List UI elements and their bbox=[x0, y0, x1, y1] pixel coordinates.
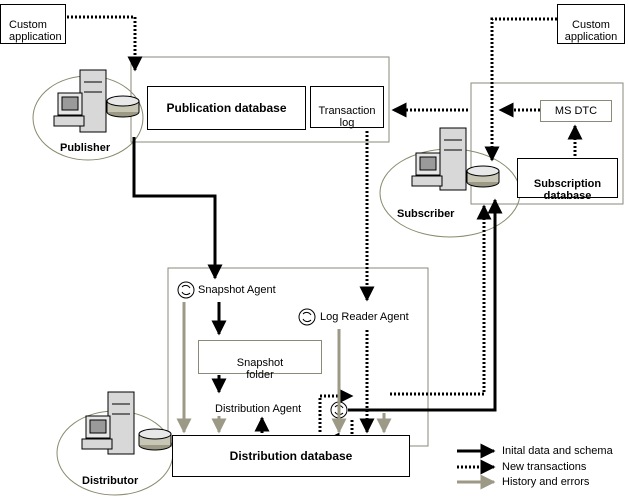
distribution-db-label: Distribution database bbox=[229, 449, 353, 463]
arrow-custom-app-to-subscriber bbox=[484, 17, 557, 162]
distribution-db-box: Distribution database bbox=[172, 435, 410, 477]
publication-db-label: Publication database bbox=[166, 101, 287, 115]
distributor-server-icon bbox=[81, 391, 135, 455]
ms-dtc-label: MS DTC bbox=[554, 105, 598, 117]
subscription-db-box: Subscription database bbox=[517, 158, 618, 202]
legend-history-label: History and errors bbox=[502, 476, 590, 488]
transaction-log-box: Transaction log bbox=[310, 86, 384, 129]
distributor-label: Distributor bbox=[82, 475, 139, 487]
arrow-distdb-to-distagent bbox=[318, 388, 354, 432]
publisher-server-icon bbox=[53, 69, 107, 133]
log-reader-agent-label: Log Reader Agent bbox=[320, 311, 409, 323]
snapshot-agent-label: Snapshot Agent bbox=[198, 284, 276, 296]
custom-app-right-box: Custom application bbox=[557, 4, 625, 44]
publisher-label: Publisher bbox=[60, 142, 111, 154]
subscriber-server-icon bbox=[411, 127, 467, 191]
custom-app-left-label: Custom application bbox=[9, 19, 62, 43]
publisher-db-icon bbox=[106, 95, 140, 118]
custom-app-right-label: Custom application bbox=[564, 19, 618, 43]
legend-new-tx-label: New transactions bbox=[502, 461, 587, 473]
snapshot-agent-icon bbox=[177, 281, 195, 299]
distributor-db-icon bbox=[138, 428, 172, 451]
log-reader-agent-icon bbox=[298, 308, 316, 326]
arrow-distagent-to-subscriber bbox=[348, 198, 503, 412]
subscriber-label: Subscriber bbox=[397, 208, 455, 220]
subscriber-container bbox=[470, 82, 624, 205]
arrow-distagent-to-subscriber-dotted bbox=[390, 204, 492, 396]
arrow-custom-app-to-publisher bbox=[67, 15, 143, 72]
transaction-log-label: Transaction log bbox=[318, 105, 376, 129]
subscription-db-label: Subscription database bbox=[533, 178, 602, 202]
subscriber-db-icon bbox=[466, 165, 500, 188]
distribution-agent-label: Distribution Agent bbox=[215, 403, 302, 415]
snapshot-folder-box: Snapshot folder bbox=[198, 340, 322, 381]
snapshot-folder-label: Snapshot folder bbox=[236, 357, 284, 381]
publication-db-box: Publication database bbox=[147, 86, 306, 130]
ms-dtc-box: MS DTC bbox=[540, 100, 612, 122]
custom-app-left-box: Custom application bbox=[0, 4, 66, 44]
legend-initial-label: Inital data and schema bbox=[502, 445, 613, 457]
arrow-publisher-to-snapshot-agent bbox=[132, 137, 223, 280]
